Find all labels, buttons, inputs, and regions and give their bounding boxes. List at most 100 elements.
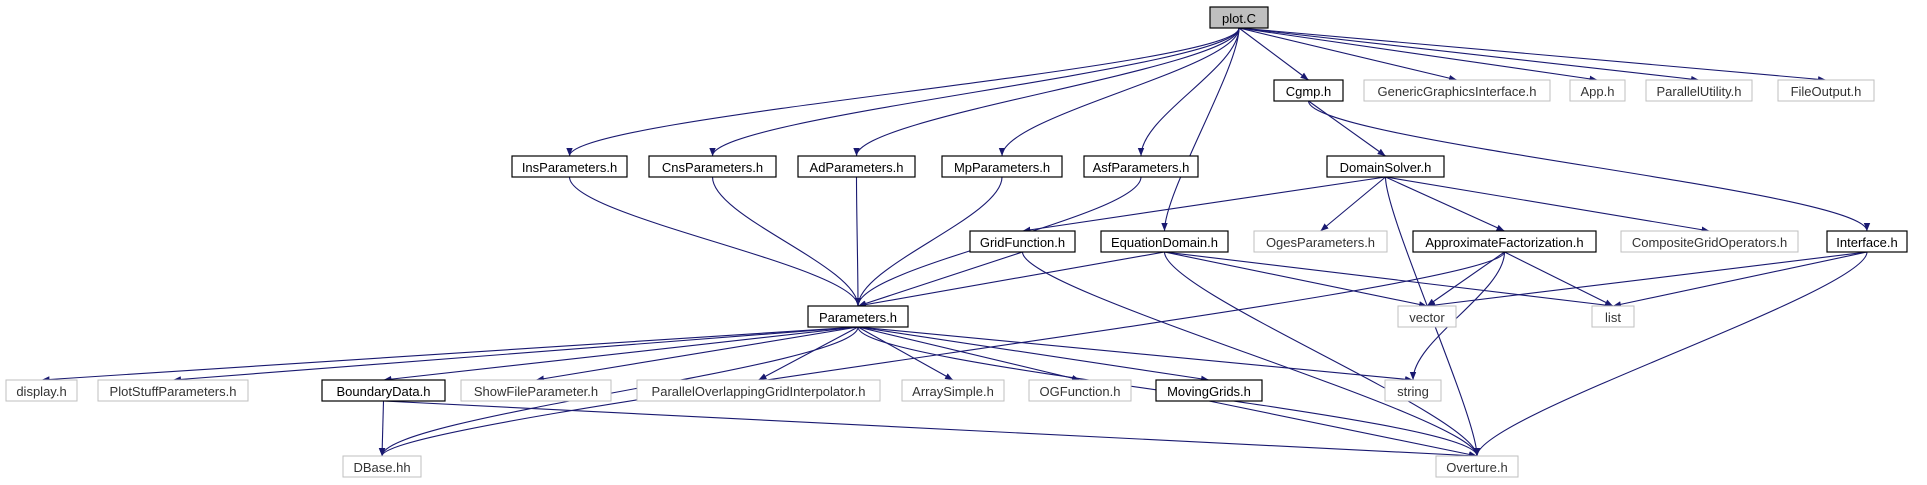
edge-insparameters-to-parameters [568,176,862,307]
node-boundarydata[interactable]: BoundaryData.h [321,379,446,402]
edge [1612,251,1868,308]
edge [535,326,859,382]
edge [379,400,386,457]
node-label: App.h [1581,84,1615,99]
node-genericgraphicsinterface[interactable]: GenericGraphicsInterface.h [1363,79,1551,102]
edge-parameters-to-showfileparameter [535,326,859,382]
edge [1409,251,1506,381]
edge-parameters-to-plotstuffparameters [172,326,859,383]
node-box [1100,230,1229,253]
node-box [1777,79,1875,102]
node-label: AsfParameters.h [1093,160,1190,175]
node-label: list [1605,310,1621,325]
edge [1208,400,1478,458]
node-label: display.h [16,384,66,399]
node-label: InsParameters.h [522,160,617,175]
node-label: ApproximateFactorization.h [1425,235,1583,250]
node-label: BoundaryData.h [337,384,431,399]
node-box [1273,79,1344,102]
node-list[interactable]: list [1591,305,1635,328]
node-arraysimple[interactable]: ArraySimple.h [901,379,1005,402]
node-plotstuffparameters[interactable]: PlotStuffParameters.h [97,379,249,402]
edge [857,326,1210,382]
node-app[interactable]: App.h [1569,79,1626,102]
edge [1238,27,1458,82]
edge [857,326,1414,383]
node-approximatefactorization[interactable]: ApproximateFactorization.h [1412,230,1597,253]
node-label: CompositeGridOperators.h [1632,235,1787,250]
node-movinggrids[interactable]: MovingGrids.h [1155,379,1263,402]
node-label: AdParameters.h [810,160,904,175]
node-parameters[interactable]: Parameters.h [807,305,909,328]
node-paralleloverlappinggridinterpolator[interactable]: ParallelOverlappingGridInterpolator.h [636,379,881,402]
node-ogesparameters[interactable]: OgesParameters.h [1253,230,1388,253]
node-box [1412,230,1597,253]
node-box [807,305,909,328]
edge [857,326,1081,382]
edge-parameters-to-string [857,326,1414,383]
edge [1164,251,1614,309]
node-label: EquationDomain.h [1111,235,1218,250]
edge-boundarydata-to-dbase [379,400,386,457]
edge-movinggrids-to-overture [1208,400,1478,458]
node-compositegridoperators[interactable]: CompositeGridOperators.h [1620,230,1799,253]
node-overture[interactable]: Overture.h [1435,455,1519,478]
node-interface[interactable]: Interface.h [1826,230,1908,253]
node-label: Overture.h [1446,460,1507,475]
node-adparameters[interactable]: AdParameters.h [797,155,916,178]
edge-parameters-to-boundarydata [383,326,859,383]
node-mpparameters[interactable]: MpParameters.h [941,155,1063,178]
node-label: ParallelOverlappingGridInterpolator.h [652,384,866,399]
node-dbase[interactable]: DBase.hh [342,455,422,478]
node-label: ShowFileParameter.h [474,384,598,399]
node-showfileparameter[interactable]: ShowFileParameter.h [460,379,612,402]
edge-plotc-to-fileoutput [1238,27,1827,83]
node-cgmp[interactable]: Cgmp.h [1273,79,1344,102]
node-box [97,379,249,402]
node-box [1253,230,1388,253]
edge [1308,100,1386,157]
node-gridfunction[interactable]: GridFunction.h [969,230,1076,253]
node-asfparameters[interactable]: AsfParameters.h [1083,155,1199,178]
edge [1426,251,1868,309]
node-label: Cgmp.h [1286,84,1332,99]
edge-plotc-to-equationdomain [1161,27,1240,232]
node-box [511,155,628,178]
node-box [342,455,422,478]
node-domainsolver[interactable]: DomainSolver.h [1326,155,1445,178]
edge-approximatefactorization-to-dbase [379,251,1506,457]
edge-domainsolver-to-approximatefactorization [1385,176,1505,232]
node-label: DBase.hh [353,460,410,475]
edge [758,326,859,381]
node-label: CnsParameters.h [662,160,763,175]
edge [41,326,859,383]
node-label: OGFunction.h [1040,384,1121,399]
node-equationdomain[interactable]: EquationDomain.h [1100,230,1229,253]
node-ogfunction[interactable]: OGFunction.h [1028,379,1132,402]
edge [383,400,1478,459]
node-box [941,155,1063,178]
edge-cgmp-to-interface [1307,100,1871,232]
node-vector[interactable]: vector [1397,305,1457,328]
node-fileoutput[interactable]: FileOutput.h [1777,79,1875,102]
node-string[interactable]: string [1384,379,1442,402]
edge [1238,27,1700,83]
node-insparameters[interactable]: InsParameters.h [511,155,628,178]
node-plotc[interactable]: plot.C [1209,6,1269,29]
node-box [797,155,916,178]
edge [1426,251,1505,307]
edge-plotc-to-insparameters [566,27,1240,157]
edge [857,251,1165,308]
node-label: Interface.h [1836,235,1897,250]
node-cnsparameters[interactable]: CnsParameters.h [648,155,777,178]
edge-adparameters-to-parameters [854,176,862,307]
edge [853,27,1240,157]
edge [998,27,1240,157]
edge-plotc-to-parallelutility [1238,27,1700,83]
node-display[interactable]: display.h [5,379,78,402]
edge [1320,176,1386,232]
node-box [1591,305,1635,328]
edge-parameters-to-display [41,326,859,383]
node-parallelutility[interactable]: ParallelUtility.h [1645,79,1753,102]
